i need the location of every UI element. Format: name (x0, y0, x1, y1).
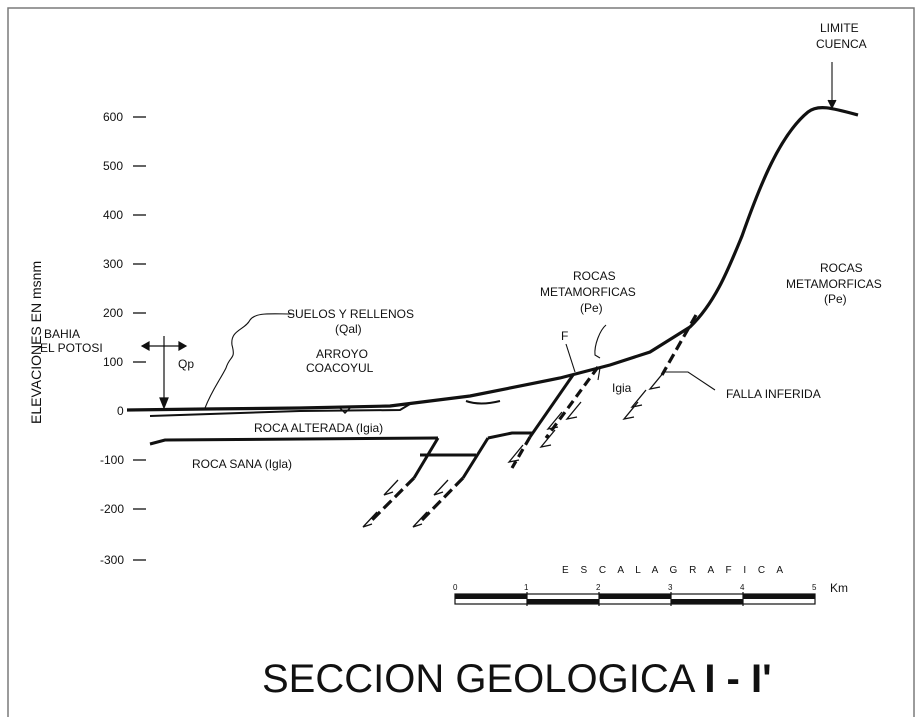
bahia-label-1: BAHIA (44, 327, 80, 341)
scale-tick-label: 0 (453, 583, 458, 592)
roca-alterada-boundary (149, 436, 439, 446)
scale-segment (527, 599, 599, 604)
f-label: F (561, 329, 568, 343)
fault-2 (461, 437, 490, 479)
igia-label: Igia (612, 381, 632, 395)
y-tick-label: 600 (103, 110, 123, 124)
scale-segment (455, 594, 527, 599)
falla-inferida-label: FALLA INFERIDA (726, 387, 821, 401)
fault-3-dashed (510, 436, 532, 469)
fault-inferred (660, 314, 698, 376)
title-section-id: I - I' (704, 657, 771, 701)
alluvium-layer (149, 403, 411, 417)
scale-tick-label: 4 (740, 583, 745, 592)
rocas-right-1: ROCAS (820, 261, 863, 275)
graphic-scale: E S C A L A G R A F I C A 0 1 2 3 4 5 Km (453, 565, 848, 606)
faults (370, 314, 698, 522)
scale-tick-label: 3 (668, 583, 673, 592)
arroyo-notch (339, 407, 351, 415)
qp-label: Qp (178, 357, 194, 371)
title-main: SECCION GEOLOGICA (262, 657, 704, 701)
suelos-leader (204, 313, 295, 409)
fault-1 (412, 437, 440, 479)
y-tick-label: 100 (103, 355, 123, 369)
fault-1-dashed (370, 476, 416, 522)
scale-segment (599, 594, 671, 599)
igia-leader (597, 367, 601, 381)
arroyo-label-2: COACOYUL (306, 361, 374, 375)
y-tick-label: 500 (103, 159, 123, 173)
fault-2-dashed (420, 476, 465, 522)
scale-tick-label: 2 (596, 583, 601, 592)
limite-leader-head (827, 99, 837, 110)
suelos-label-1: SUELOS Y RELLENOS (287, 307, 414, 321)
scale-segment (671, 599, 743, 604)
y-axis: 600 500 400 300 200 100 0 -100 -200 -300 (100, 110, 146, 567)
scale-title: E S C A L A G R A F I C A (562, 565, 788, 576)
roca-alterada-boundary-mid (487, 431, 532, 440)
y-tick-label: 300 (103, 257, 123, 271)
limite-label-2: CUENCA (816, 37, 867, 51)
f-leader (565, 343, 576, 373)
rocas-mid-3: (Pe) (580, 301, 603, 315)
y-tick-label: -300 (100, 553, 124, 567)
scale-tick-label: 1 (524, 583, 529, 592)
suelos-label-2: (Qal) (335, 322, 362, 336)
y-axis-label: ELEVACIONES EN msnm (28, 261, 44, 424)
fault-4-dashed (544, 366, 600, 439)
y-tick-label: 0 (117, 404, 124, 418)
scale-segment (743, 594, 815, 599)
qp-marker (140, 336, 188, 410)
figure-title: SECCION GEOLOGICA I - I' (262, 657, 772, 701)
rocas-mid-2: METAMORFICAS (540, 285, 636, 299)
bahia-label-2: EL POTOSI (40, 341, 103, 355)
fault-movement-arrows (362, 371, 665, 528)
pe-leader (594, 324, 607, 359)
limite-label-1: LIMITE (820, 21, 859, 35)
falla-leader (665, 371, 716, 391)
scale-tick-label: 5 (812, 583, 817, 592)
y-tick-label: 200 (103, 306, 123, 320)
arroyo-label-1: ARROYO (316, 347, 368, 361)
fault-3 (528, 374, 575, 438)
rocas-mid-1: ROCAS (573, 269, 616, 283)
leader-lines (204, 62, 837, 409)
rocas-right-2: METAMORFICAS (786, 277, 882, 291)
figure-border (7, 7, 915, 717)
y-tick-label: -200 (100, 502, 124, 516)
y-tick-label: -100 (100, 453, 124, 467)
rocas-right-3: (Pe) (824, 292, 847, 306)
y-tick-label: 400 (103, 208, 123, 222)
roca-alterada-label: ROCA ALTERADA (Igia) (254, 421, 383, 435)
scale-unit: Km (830, 581, 848, 595)
roca-sana-label: ROCA SANA (Igla) (192, 457, 292, 471)
terrain-profile (126, 105, 859, 412)
alluvium-lens (465, 400, 501, 405)
